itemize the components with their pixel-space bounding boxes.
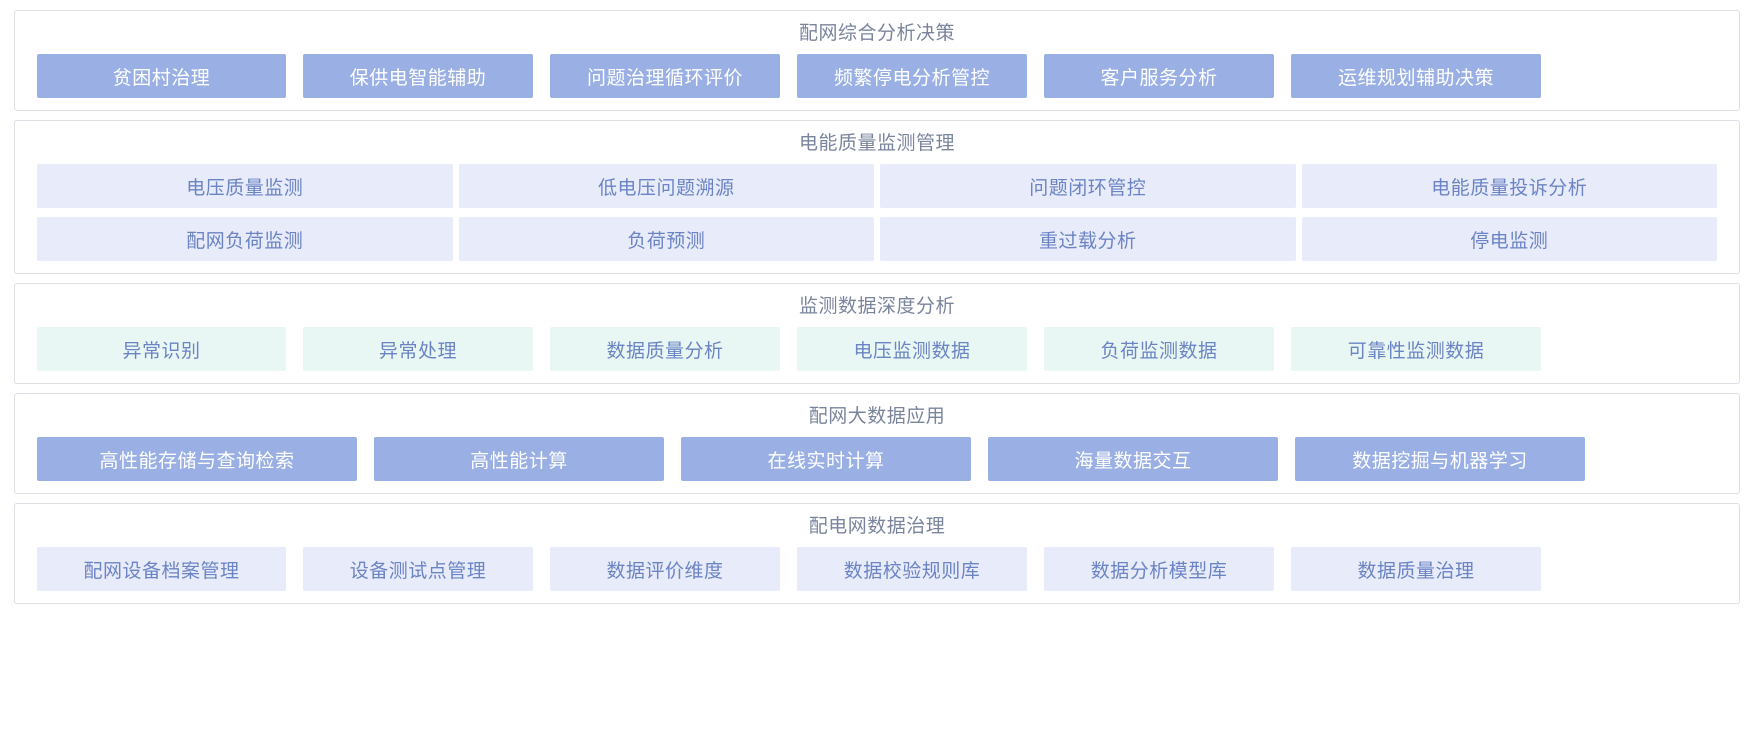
button-data-quality-analysis[interactable]: 数据质量分析 [550, 327, 780, 371]
button-row: 电压质量监测 低电压问题溯源 问题闭环管控 电能质量投诉分析 [37, 164, 1717, 208]
button-load-forecasting[interactable]: 负荷预测 [458, 217, 874, 261]
section-title: 电能质量监测管理 [798, 133, 955, 154]
button-equipment-test-point-management[interactable]: 设备测试点管理 [303, 547, 533, 591]
button-low-voltage-problem-tracing[interactable]: 低电压问题溯源 [458, 164, 874, 208]
button-row: 贫困村治理 保供电智能辅助 问题治理循环评价 频繁停电分析管控 客户服务分析 运… [37, 54, 1717, 98]
button-customer-service-analysis[interactable]: 客户服务分析 [1044, 54, 1274, 98]
section-card-comprehensive-analysis-decision: 配网综合分析决策 贫困村治理 保供电智能辅助 问题治理循环评价 频繁停电分析管控… [14, 10, 1740, 111]
section-title: 配网大数据应用 [808, 406, 946, 427]
button-row: 配网设备档案管理 设备测试点管理 数据评价维度 数据校验规则库 数据分析模型库 … [37, 547, 1717, 591]
button-high-performance-computing[interactable]: 高性能计算 [374, 437, 664, 481]
button-anomaly-handling[interactable]: 异常处理 [303, 327, 533, 371]
button-row: 配网负荷监测 负荷预测 重过载分析 停电监测 [37, 217, 1717, 261]
button-distribution-load-monitoring[interactable]: 配网负荷监测 [37, 217, 453, 261]
button-voltage-monitoring-data[interactable]: 电压监测数据 [797, 327, 1027, 371]
section-card-power-quality-monitoring-management: 电能质量监测管理 电压质量监测 低电压问题溯源 问题闭环管控 电能质量投诉分析 … [14, 120, 1740, 274]
button-operation-planning-decision-support[interactable]: 运维规划辅助决策 [1291, 54, 1541, 98]
section-title: 监测数据深度分析 [798, 296, 955, 317]
button-massive-data-interaction[interactable]: 海量数据交互 [988, 437, 1278, 481]
button-anomaly-identification[interactable]: 异常识别 [37, 327, 286, 371]
button-row: 异常识别 异常处理 数据质量分析 电压监测数据 负荷监测数据 可靠性监测数据 [37, 327, 1717, 371]
section-card-monitoring-data-deep-analysis: 监测数据深度分析 异常识别 异常处理 数据质量分析 电压监测数据 负荷监测数据 … [14, 283, 1740, 384]
button-data-evaluation-dimension[interactable]: 数据评价维度 [550, 547, 780, 591]
button-online-realtime-computing[interactable]: 在线实时计算 [681, 437, 971, 481]
button-high-performance-storage-query[interactable]: 高性能存储与查询检索 [37, 437, 357, 481]
button-outage-monitoring[interactable]: 停电监测 [1301, 217, 1717, 261]
button-load-monitoring-data[interactable]: 负荷监测数据 [1044, 327, 1274, 371]
section-title: 配电网数据治理 [808, 516, 946, 537]
button-distribution-equipment-archive-management[interactable]: 配网设备档案管理 [37, 547, 286, 591]
button-row: 高性能存储与查询检索 高性能计算 在线实时计算 海量数据交互 数据挖掘与机器学习 [37, 437, 1717, 481]
button-heavy-overload-analysis[interactable]: 重过载分析 [880, 217, 1296, 261]
button-voltage-quality-monitoring[interactable]: 电压质量监测 [37, 164, 453, 208]
button-problem-closed-loop-control[interactable]: 问题闭环管控 [880, 164, 1296, 208]
section-card-distribution-network-data-governance: 配电网数据治理 配网设备档案管理 设备测试点管理 数据评价维度 数据校验规则库 … [14, 503, 1740, 604]
button-power-quality-complaint-analysis[interactable]: 电能质量投诉分析 [1301, 164, 1717, 208]
section-card-distribution-network-bigdata-application: 配网大数据应用 高性能存储与查询检索 高性能计算 在线实时计算 海量数据交互 数… [14, 393, 1740, 494]
button-power-supply-intelligent-assist[interactable]: 保供电智能辅助 [303, 54, 533, 98]
button-poverty-village-governance[interactable]: 贫困村治理 [37, 54, 286, 98]
button-problem-governance-cycle-evaluation[interactable]: 问题治理循环评价 [550, 54, 780, 98]
button-frequent-outage-analysis-control[interactable]: 频繁停电分析管控 [797, 54, 1027, 98]
button-data-quality-governance[interactable]: 数据质量治理 [1291, 547, 1541, 591]
button-data-mining-machine-learning[interactable]: 数据挖掘与机器学习 [1295, 437, 1585, 481]
section-title: 配网综合分析决策 [798, 23, 955, 44]
button-reliability-monitoring-data[interactable]: 可靠性监测数据 [1291, 327, 1541, 371]
button-data-validation-rule-library[interactable]: 数据校验规则库 [797, 547, 1027, 591]
button-data-analysis-model-library[interactable]: 数据分析模型库 [1044, 547, 1274, 591]
